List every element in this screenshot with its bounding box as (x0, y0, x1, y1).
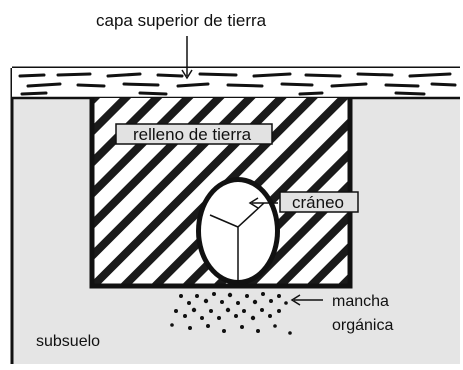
skull-arrow (248, 197, 278, 209)
topsoil-label: capa superior de tierra (96, 11, 267, 30)
subsoil-label: subsuelo (36, 333, 100, 350)
skull (196, 177, 280, 285)
organic-stain-dots (170, 292, 292, 335)
stain-label-line1: mancha (332, 293, 389, 310)
skull-label-box (279, 191, 359, 213)
stain-label-line2: orgánica (332, 317, 393, 334)
topsoil-arrow (181, 36, 193, 80)
topsoil-layer (12, 68, 460, 98)
fill-label: relleno de tierra (133, 125, 252, 144)
fill-label-box (115, 123, 273, 145)
skull-label: cráneo (292, 193, 344, 212)
stain-arrow (290, 294, 323, 306)
